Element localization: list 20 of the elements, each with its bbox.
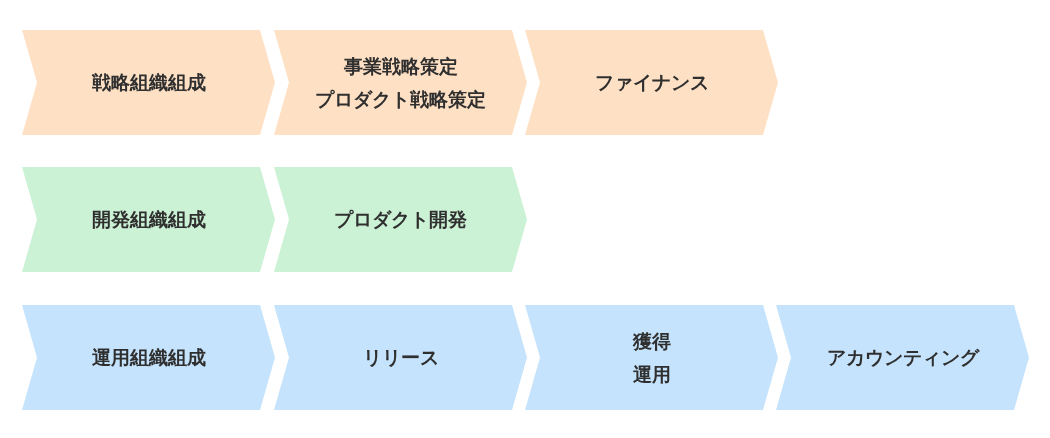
step-label: アカウンティング [826,345,979,370]
chevron-step [22,167,275,272]
step-label: リリース [362,345,439,370]
step-label: ファイナンス [594,70,709,95]
step-label: 事業戦略策定 [343,53,458,79]
chevron-step [22,305,275,410]
chevron-step [525,305,778,410]
step-label: プロダクト戦略策定 [315,86,486,112]
step-label: 運用組織組成 [91,345,206,370]
step-label: 開発組織組成 [91,207,206,232]
step-label: 戦略組織組成 [91,70,206,95]
chevron-step [274,30,527,135]
chevron-step [525,30,778,135]
step-label: 獲得 [632,328,671,354]
chevron-step [776,305,1029,410]
chevron-step [274,167,527,272]
step-label: プロダクト開発 [334,207,467,232]
chevron-step [274,305,527,410]
chevron-step [22,30,275,135]
step-label: 運用 [632,361,671,387]
